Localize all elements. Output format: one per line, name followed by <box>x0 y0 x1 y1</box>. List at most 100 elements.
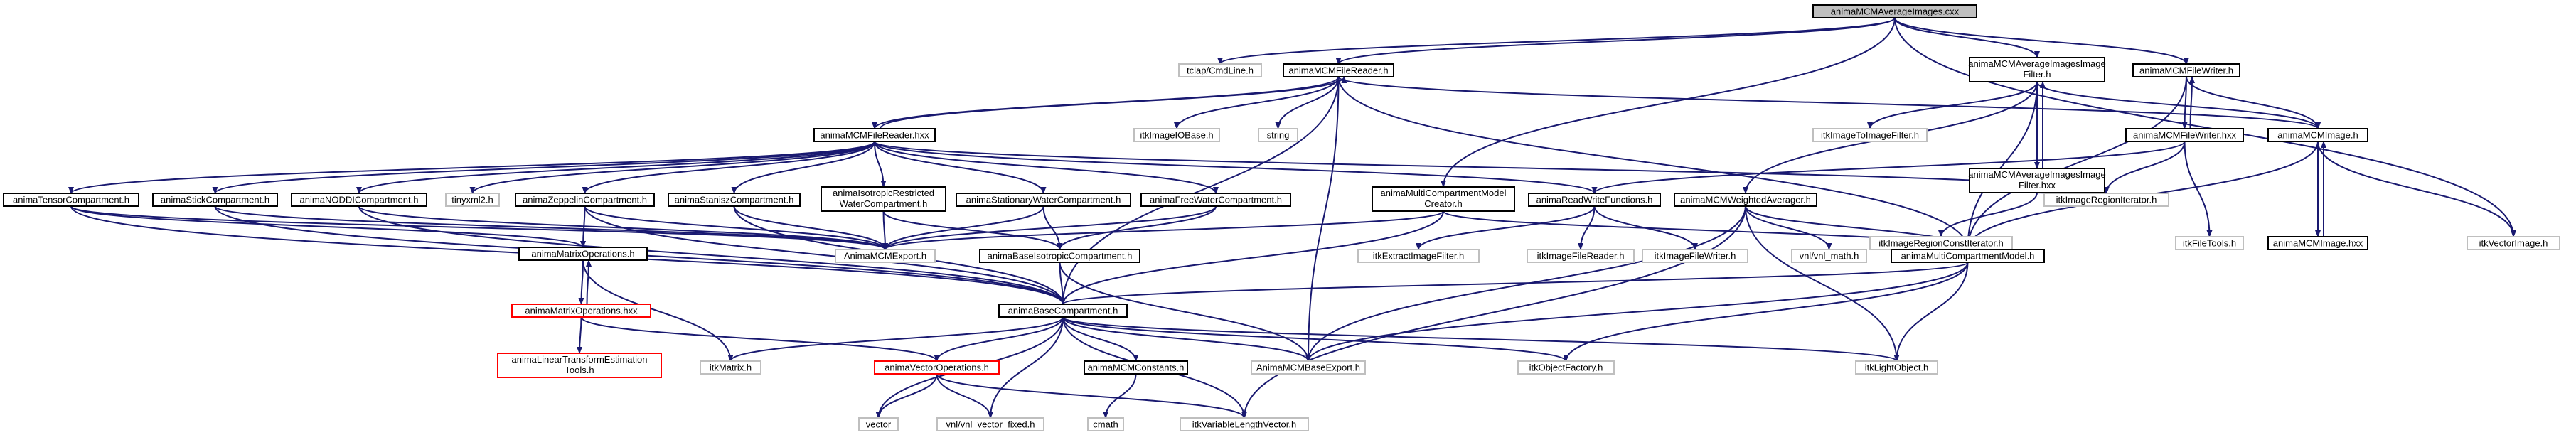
edge-freeWater-to-baseIsoComp <box>1057 205 1217 250</box>
edge-baseComp-to-vnlVectorFixed <box>988 316 1064 419</box>
node-stanisz[interactable]: animaStaniszCompartment.h <box>668 193 801 207</box>
node-matrixOps[interactable]: animaMatrixOperations.h <box>518 247 648 261</box>
node-noddiComp[interactable]: animaNODDICompartment.h <box>291 193 427 207</box>
edge-vectorOps-to-itkVarLenVector <box>936 373 1247 419</box>
node-fileWriterH[interactable]: animaMCMFileWriter.h <box>2132 63 2240 77</box>
node-fileWriterHxx-label-0: animaMCMFileWriter.hxx <box>2133 130 2236 141</box>
node-matrixOpsHxx[interactable]: animaMatrixOperations.hxx <box>511 304 651 318</box>
node-stationary[interactable]: animaStationaryWaterCompartment.h <box>956 193 1131 207</box>
edge-baseComp-to-itkLightObject <box>1062 316 1900 362</box>
edge-mcmConstants-to-cmath <box>1103 373 1137 419</box>
edge-freeWater-to-mcmExport <box>882 205 1217 250</box>
edge-mcModel-to-itkObjectFactory <box>1563 262 1969 362</box>
node-mcmImageH[interactable]: animaMCMImage.h <box>2267 128 2368 142</box>
node-itkVectorImage: itkVectorImage.h <box>2467 236 2560 250</box>
edge-zeppelinComp-to-baseComp <box>584 205 1066 305</box>
edge-mcModel-to-mcmBaseExport <box>1305 262 1969 362</box>
node-vector-label-0: vector <box>866 419 892 430</box>
node-zeppelinComp[interactable]: animaZeppelinCompartment.h <box>515 193 655 207</box>
node-itkVectorImage-label-0: itkVectorImage.h <box>2479 238 2548 249</box>
node-fileReaderH[interactable]: animaMCMFileReader.h <box>1283 63 1394 77</box>
node-mcmBaseExport: AnimaMCMBaseExport.h <box>1251 360 1366 375</box>
node-itkObjectFactory: itkObjectFactory.h <box>1517 360 1615 375</box>
node-mcmConstants[interactable]: animaMCMConstants.h <box>1084 360 1188 375</box>
node-itkImageFileWriter-label-0: itkImageFileWriter.h <box>1655 251 1736 262</box>
node-vnlMath-label-0: vnl/vnl_math.h <box>1800 251 1859 262</box>
edge-fileWriterHxx-to-fileWriterH <box>2188 76 2195 129</box>
edge-stationary-to-mcmExport <box>882 205 1044 250</box>
node-readWrite[interactable]: animaReadWriteFunctions.h <box>1528 193 1661 207</box>
node-mcmConstants-label-0: animaMCMConstants.h <box>1088 363 1185 373</box>
node-stationary-label-0: animaStationaryWaterCompartment.h <box>966 195 1121 205</box>
node-freeWater-label-0: animaFreeWaterCompartment.h <box>1150 195 1282 205</box>
node-itkLightObject: itkLightObject.h <box>1855 360 1938 375</box>
node-vectorOps[interactable]: animaVectorOperations.h <box>874 360 1000 375</box>
edge-fileWriterH-to-mcModel <box>1965 76 2187 250</box>
node-stanisz-label-0: animaStaniszCompartment.h <box>675 195 794 205</box>
edge-fileReaderHxx-to-tinyxml <box>469 141 875 194</box>
edge-root-to-fileWriterH <box>1894 17 2189 65</box>
node-mcModel[interactable]: animaMultiCompartmentModel.h <box>1891 249 2045 263</box>
edge-fileWriterHxx-to-readWrite <box>1591 141 2186 194</box>
node-weightedAvg[interactable]: animaMCMWeightedAverager.h <box>1674 193 1817 207</box>
node-avgFilterHxx-label-1: Filter.hxx <box>2019 180 2056 191</box>
node-fileReaderHxx[interactable]: animaMCMFileReader.hxx <box>813 128 936 142</box>
node-root[interactable]: animaMCMAverageImages.cxx <box>1812 4 1977 18</box>
node-itkImageIOBase: itkImageIOBase.h <box>1133 128 1220 142</box>
node-isoRestricted[interactable]: animaIsotropicRestrictedWaterCompartment… <box>821 186 946 212</box>
edge-root-to-fileReaderH <box>1335 17 1896 65</box>
edge-matrixOpsHxx-to-matrixOps <box>585 259 592 305</box>
edge-root-to-avgFilterH <box>1894 17 2040 58</box>
edge-readWrite-to-itkImageFileWriter <box>1593 205 1698 250</box>
edge-mcModel-to-baseComp <box>1060 262 1969 305</box>
node-itkImageFileReader: itkImageFileReader.h <box>1527 249 1635 263</box>
node-linearTransform-label-1: Tools.h <box>565 365 594 375</box>
node-linearTransform-label-0: animaLinearTransformEstimation <box>512 354 648 365</box>
edge-fileReaderHxx-to-isoRestricted <box>874 141 887 188</box>
node-stickComp[interactable]: animaStickCompartment.h <box>152 193 278 207</box>
edge-fileReaderHxx-to-readWrite <box>874 141 1598 194</box>
edge-avgFilterHxx-to-itkRegionConstIter <box>1938 192 2038 237</box>
node-mcmExport-label-0: AnimaMCMExport.h <box>844 251 926 262</box>
node-tensorComp[interactable]: animaTensorCompartment.h <box>3 193 139 207</box>
edge-avgFilterH-to-itkImageToImageFilter <box>1867 81 2038 129</box>
node-baseComp[interactable]: animaBaseCompartment.h <box>998 304 1128 318</box>
node-mcModelCreator-label-0: animaMultiCompartmentModel <box>1380 188 1506 198</box>
node-itkImageToImageFilter-label-0: itkImageToImageFilter.h <box>1821 130 1919 141</box>
edge-vectorOps-to-vnlVectorFixed <box>936 373 993 419</box>
node-vnlVectorFixed: vnl/vnl_vector_fixed.h <box>936 417 1044 431</box>
node-itkExtract-label-0: itkExtractImageFilter.h <box>1373 251 1465 262</box>
node-itkLightObject-label-0: itkLightObject.h <box>1865 363 1929 373</box>
edge-weightedAvg-to-vnlMath <box>1745 205 1832 250</box>
node-matrixOpsHxx-label-0: animaMatrixOperations.hxx <box>525 306 638 316</box>
node-freeWater[interactable]: animaFreeWaterCompartment.h <box>1140 193 1291 207</box>
node-readWrite-label-0: animaReadWriteFunctions.h <box>1536 195 1653 205</box>
node-fileReaderH-label-0: animaMCMFileReader.h <box>1288 65 1388 76</box>
edge-fileWriterHxx-to-itkFileTools <box>2184 141 2213 237</box>
edge-fileReaderHxx-to-itkRegionIter <box>874 141 2110 194</box>
edge-fileReaderH-to-baseComp <box>1060 76 1340 305</box>
edge-baseComp-to-vectorOps <box>934 316 1064 362</box>
node-avgFilterHxx-label-0: animaMCMAverageImagesImage <box>1968 169 2105 180</box>
node-itkImageFileWriter: itkImageFileWriter.h <box>1642 249 1748 263</box>
node-itkFileTools: itkFileTools.h <box>2175 236 2244 250</box>
node-mcmImageH-label-0: animaMCMImage.h <box>2277 130 2358 141</box>
edge-mcModelCreator-to-baseComp <box>1060 210 1444 305</box>
node-baseIsoComp[interactable]: animaBaseIsotropicCompartment.h <box>979 249 1140 263</box>
edge-fileWriterHxx-to-itkRegionIter <box>2103 141 2186 194</box>
edge-fileReaderHxx-to-freeWater <box>874 141 1219 194</box>
edge-fileReaderHxx-to-noddiComp <box>356 141 875 194</box>
edge-mcmImageH-to-itkVectorImage <box>2317 141 2516 237</box>
node-avgFilterH-label-1: Filter.h <box>2023 69 2051 80</box>
node-mcmImageHxx[interactable]: animaMCMImage.hxx <box>2267 236 2368 250</box>
node-itkObjectFactory-label-0: itkObjectFactory.h <box>1529 363 1603 373</box>
node-string-label-0: string <box>1267 130 1290 141</box>
node-fileWriterHxx[interactable]: animaMCMFileWriter.hxx <box>2125 128 2244 142</box>
node-mcModelCreator-label-1: Creator.h <box>1424 198 1462 209</box>
edge-baseComp-to-itkMatrix <box>727 316 1064 362</box>
